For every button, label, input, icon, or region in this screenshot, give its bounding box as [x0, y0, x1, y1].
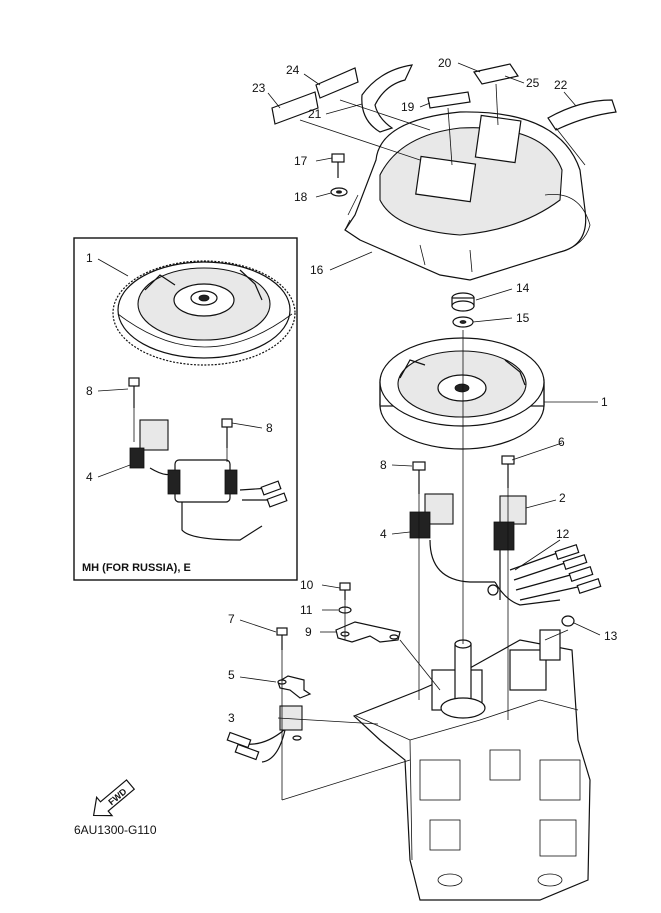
washer-15 — [452, 316, 474, 328]
part-label-16: 16 — [310, 263, 324, 277]
part-label-15: 15 — [516, 311, 530, 325]
pulser-coil — [409, 493, 495, 583]
part-label-1: 1 — [601, 395, 608, 409]
charge-coil — [493, 495, 527, 600]
part-label-8-inset-a: 8 — [86, 384, 93, 398]
part-label-6: 6 — [558, 435, 565, 449]
part-label-3: 3 — [228, 711, 235, 725]
part-label-19: 19 — [401, 100, 415, 114]
part-label-2: 2 — [559, 491, 566, 505]
bolt-10 — [339, 582, 351, 600]
part-labels: 1 8 4 8 1 2 3 4 5 6 7 8 9 10 11 12 13 14… — [86, 56, 618, 725]
part-label-24: 24 — [286, 63, 300, 77]
part-label-4: 4 — [380, 527, 387, 541]
flywheel-cover — [344, 111, 591, 281]
decal-19 — [427, 91, 471, 109]
projection-lines — [133, 83, 586, 801]
inset-caption: MH (FOR RUSSIA), E — [82, 562, 191, 574]
grommet-13 — [561, 615, 575, 627]
part-label-1-inset: 1 — [86, 251, 93, 265]
part-label-25: 25 — [526, 76, 540, 90]
part-label-10: 10 — [300, 578, 314, 592]
part-label-14: 14 — [516, 281, 530, 295]
part-label-4-inset: 4 — [86, 470, 93, 484]
inset-pulser-coil — [129, 419, 176, 476]
part-label-18: 18 — [294, 190, 308, 204]
part-label-13: 13 — [604, 629, 618, 643]
part-label-20: 20 — [438, 56, 452, 70]
nut-14 — [451, 292, 475, 312]
part-label-21: 21 — [308, 107, 322, 121]
part-label-23: 23 — [252, 81, 266, 95]
bracket-5 — [277, 675, 312, 699]
clamp-9 — [335, 621, 401, 643]
bolt-17 — [331, 153, 345, 178]
part-label-17: 17 — [294, 154, 308, 168]
part-label-7: 7 — [228, 612, 235, 626]
decal-22 — [547, 99, 617, 131]
wire-harness — [487, 544, 602, 606]
coil-3 — [226, 705, 303, 763]
decal-20-25 — [473, 63, 519, 85]
inset-flywheel — [112, 260, 296, 366]
part-label-12: 12 — [556, 527, 570, 541]
callout-leaders — [97, 62, 601, 725]
flywheel — [379, 337, 545, 450]
inset-bolt-a — [128, 377, 140, 408]
inset-bolt-b — [221, 418, 233, 448]
figure-code: 6AU1300-G110 — [74, 823, 157, 837]
engine-block — [352, 629, 591, 901]
decal-21 — [361, 64, 414, 133]
inset-frame — [73, 237, 298, 581]
washer-18 — [330, 187, 348, 197]
bolt-8 — [412, 461, 426, 494]
bolt-6 — [501, 455, 515, 488]
part-label-11: 11 — [300, 603, 313, 617]
part-label-8: 8 — [380, 458, 387, 472]
part-label-22: 22 — [554, 78, 568, 92]
decal-24 — [315, 67, 359, 99]
fwd-arrow-icon: FWD — [92, 779, 136, 817]
part-label-8-inset-b: 8 — [266, 421, 273, 435]
part-label-9: 9 — [305, 625, 312, 639]
decal-23 — [271, 91, 319, 125]
part-label-5: 5 — [228, 668, 235, 682]
inset-lighting-coil — [167, 459, 288, 541]
bolt-7 — [276, 627, 288, 650]
